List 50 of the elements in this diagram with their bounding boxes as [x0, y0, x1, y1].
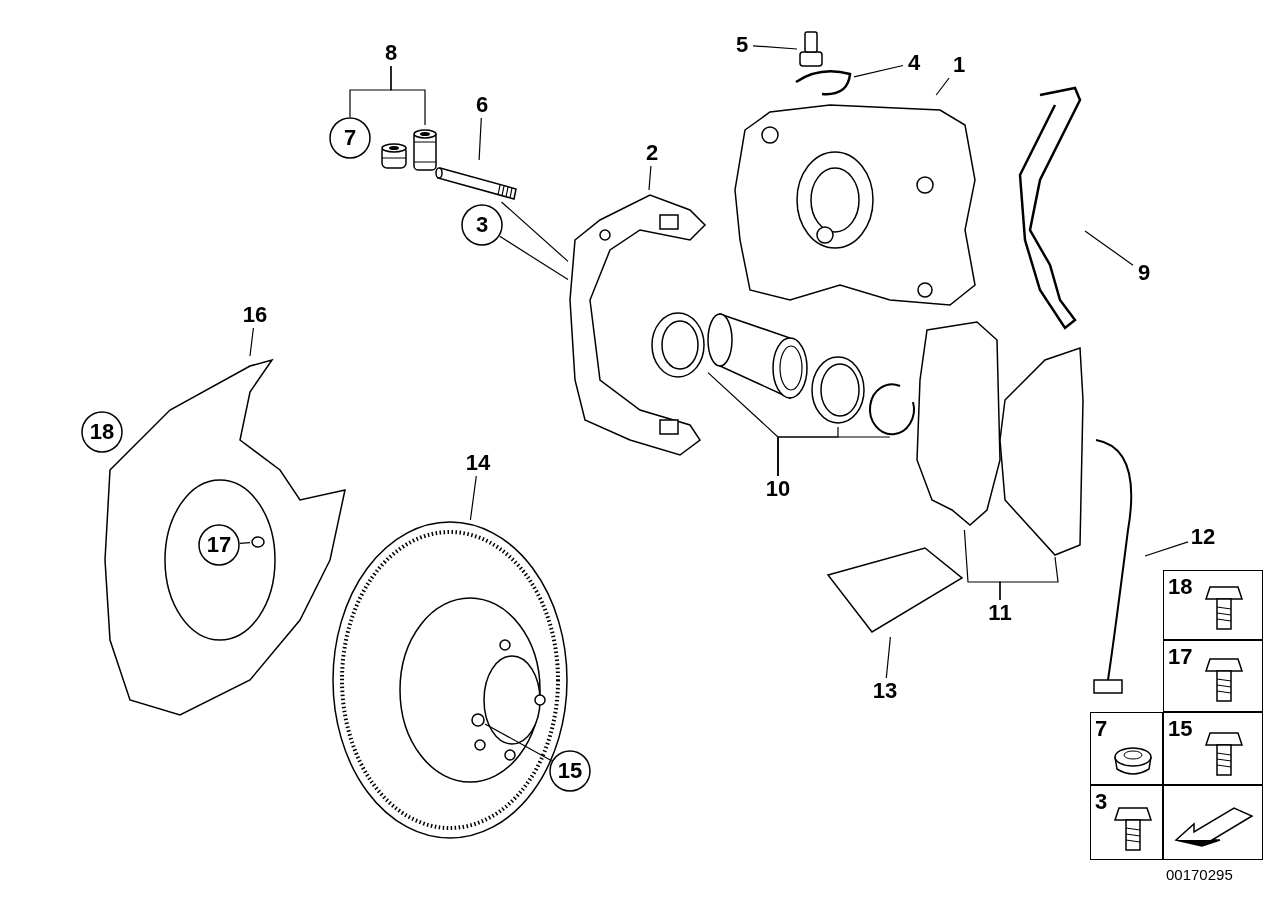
leader-line [935, 77, 950, 96]
leader-line [239, 542, 251, 544]
leader-line [249, 327, 254, 357]
callout-number: 10 [763, 476, 793, 502]
snap-ring-drawing [866, 382, 916, 437]
bolt-hole [470, 712, 486, 728]
callout-number: 14 [463, 450, 493, 476]
leader-line [648, 165, 652, 191]
callout-number: 17 [205, 533, 233, 557]
callout-number: 8 [380, 40, 402, 66]
callout-number: 2 [641, 140, 663, 166]
diagram-number: 00170295 [1166, 866, 1233, 884]
leader-line [752, 45, 798, 50]
dust-boot-drawing [648, 310, 708, 380]
bolt-hole [250, 535, 266, 549]
callout-circle [461, 204, 503, 246]
callout-number: 15 [1168, 717, 1193, 741]
callout-number: 13 [870, 678, 900, 704]
leader-line [469, 475, 477, 521]
callout-number: 5 [731, 32, 753, 58]
callout-number: 3 [1095, 790, 1108, 814]
callout-number: 7 [1095, 717, 1108, 741]
callout-number: 3 [474, 213, 490, 237]
callout-number: 7 [342, 126, 358, 150]
leader-line [478, 117, 482, 161]
callout-number: 18 [1168, 575, 1193, 599]
callout-number: 1 [948, 52, 970, 78]
callout-circle [549, 750, 591, 792]
leader-line [777, 436, 891, 477]
callout-number: 9 [1133, 260, 1155, 286]
callout-number: 11 [985, 600, 1015, 626]
leader-line [1144, 541, 1189, 557]
assembly-line [500, 201, 569, 262]
leader-line [390, 65, 426, 126]
leader-line [1084, 230, 1134, 266]
callout-number: 4 [903, 50, 925, 76]
callout-number: 17 [1168, 645, 1193, 669]
callout-circle [198, 524, 240, 566]
callout-number: 6 [471, 92, 493, 118]
leader-line [999, 556, 1059, 601]
brake-pad-drawing [1000, 345, 1085, 557]
callout-circle [329, 117, 371, 159]
leader-line [853, 64, 904, 78]
callout-circle [81, 411, 123, 453]
callout-number: 15 [556, 759, 584, 783]
leader-line [484, 723, 553, 762]
callout-number: 16 [240, 302, 270, 328]
leader-line [885, 636, 891, 679]
leader-line [499, 235, 569, 281]
callout-number: 12 [1188, 524, 1218, 550]
